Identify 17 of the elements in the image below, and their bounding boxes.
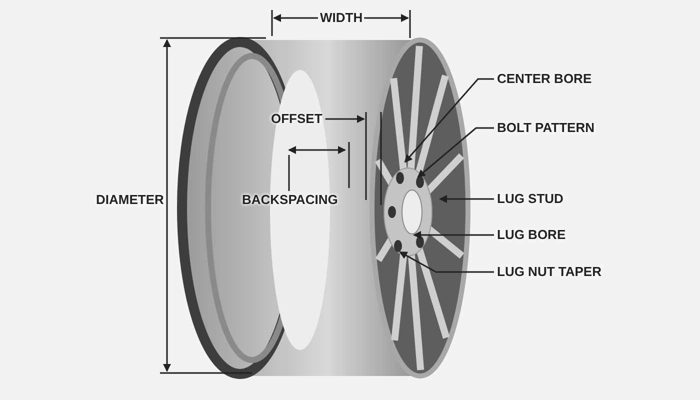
part-label: OFFSET bbox=[271, 111, 322, 127]
leader-line bbox=[404, 78, 494, 163]
part-label: LUG STUD bbox=[497, 191, 564, 207]
part-label: LUG NUT TAPER bbox=[497, 264, 602, 280]
leader-line bbox=[417, 127, 494, 178]
leader-line bbox=[413, 231, 494, 239]
part-label: BACKSPACING bbox=[242, 192, 338, 208]
leader-line bbox=[325, 115, 365, 123]
leader-line bbox=[399, 251, 494, 273]
dimension-line bbox=[288, 142, 350, 188]
part-label: LUG BORE bbox=[497, 227, 566, 243]
part-label: BOLT PATTERN bbox=[497, 120, 594, 136]
leader-line bbox=[439, 195, 494, 203]
dimension-label: DIAMETER bbox=[96, 192, 164, 208]
part-label: CENTER BORE bbox=[497, 71, 592, 87]
leader-line bbox=[288, 155, 290, 191]
dimension-label: WIDTH bbox=[320, 10, 363, 26]
